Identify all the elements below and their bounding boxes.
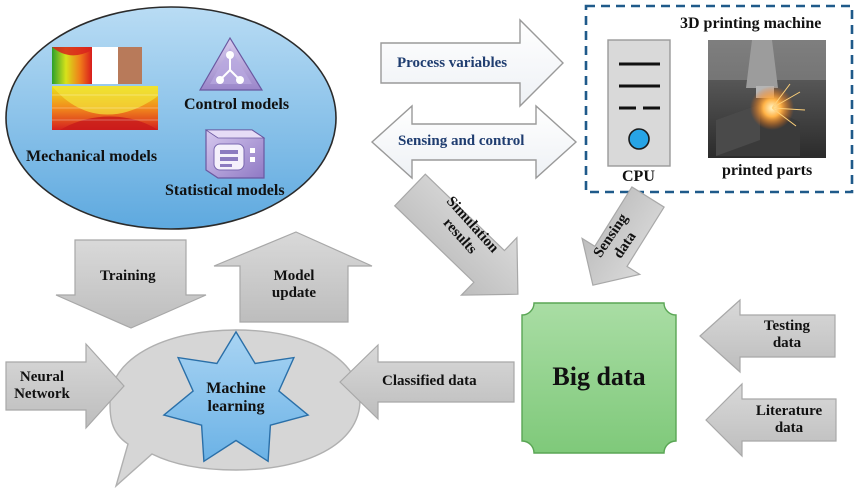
neural-network-arrow [5,342,125,430]
classified-data-label: Classified data [382,373,477,389]
statistical-models-label: Statistical models [165,182,285,199]
neural-network-line-1: Neural [19,369,65,385]
testing-data-line-1: Testing [763,318,811,334]
process-variables-arrow [380,18,564,108]
literature-data-arrow [705,382,837,458]
cpu-label: CPU [622,168,655,185]
machine-learning-label: Machine learning [188,380,284,415]
big-data-label: Big data [552,362,646,391]
testing-data-label: Testing data [742,318,832,351]
machine-learning-star [162,330,310,463]
literature-data-line-2: data [774,419,804,436]
neural-network-line-2: Network [14,385,70,402]
printed-parts-label: printed parts [722,162,813,179]
model-update-arrow [213,231,373,323]
mechanical-model-heatmap-icon [52,47,158,130]
sensing-data-arrow [581,186,665,286]
training-label: Training [100,268,156,284]
statistical-model-cube-icon [204,129,266,179]
cpu-tower-icon [607,39,671,167]
neural-network-label: Neural Network [2,369,82,402]
machine-title: 3D printing machine [680,15,822,32]
sensing-control-label: Sensing and control [398,133,525,149]
printed-parts-photo [708,40,826,158]
training-arrow [55,239,207,329]
control-models-label: Control models [184,96,290,113]
mechanical-models-label: Mechanical models [26,148,158,165]
machine-learning-line-2: learning [207,397,265,415]
literature-data-label: Literature data [742,403,836,436]
simulation-results-arrow [393,173,519,296]
process-variables-label: Process variables [397,55,508,71]
big-data-box [521,302,677,454]
classified-data-arrow [339,343,515,421]
model-update-label: Model update [254,268,334,301]
model-update-line-1: Model [273,268,315,284]
literature-data-line-1: Literature [755,403,823,419]
sensing-control-double-arrow [370,104,578,180]
testing-data-arrow [699,298,836,374]
model-update-line-2: update [271,284,317,301]
control-model-network-icon [198,36,264,91]
machine-learning-line-1: Machine [206,380,266,397]
testing-data-line-2: data [772,334,802,351]
